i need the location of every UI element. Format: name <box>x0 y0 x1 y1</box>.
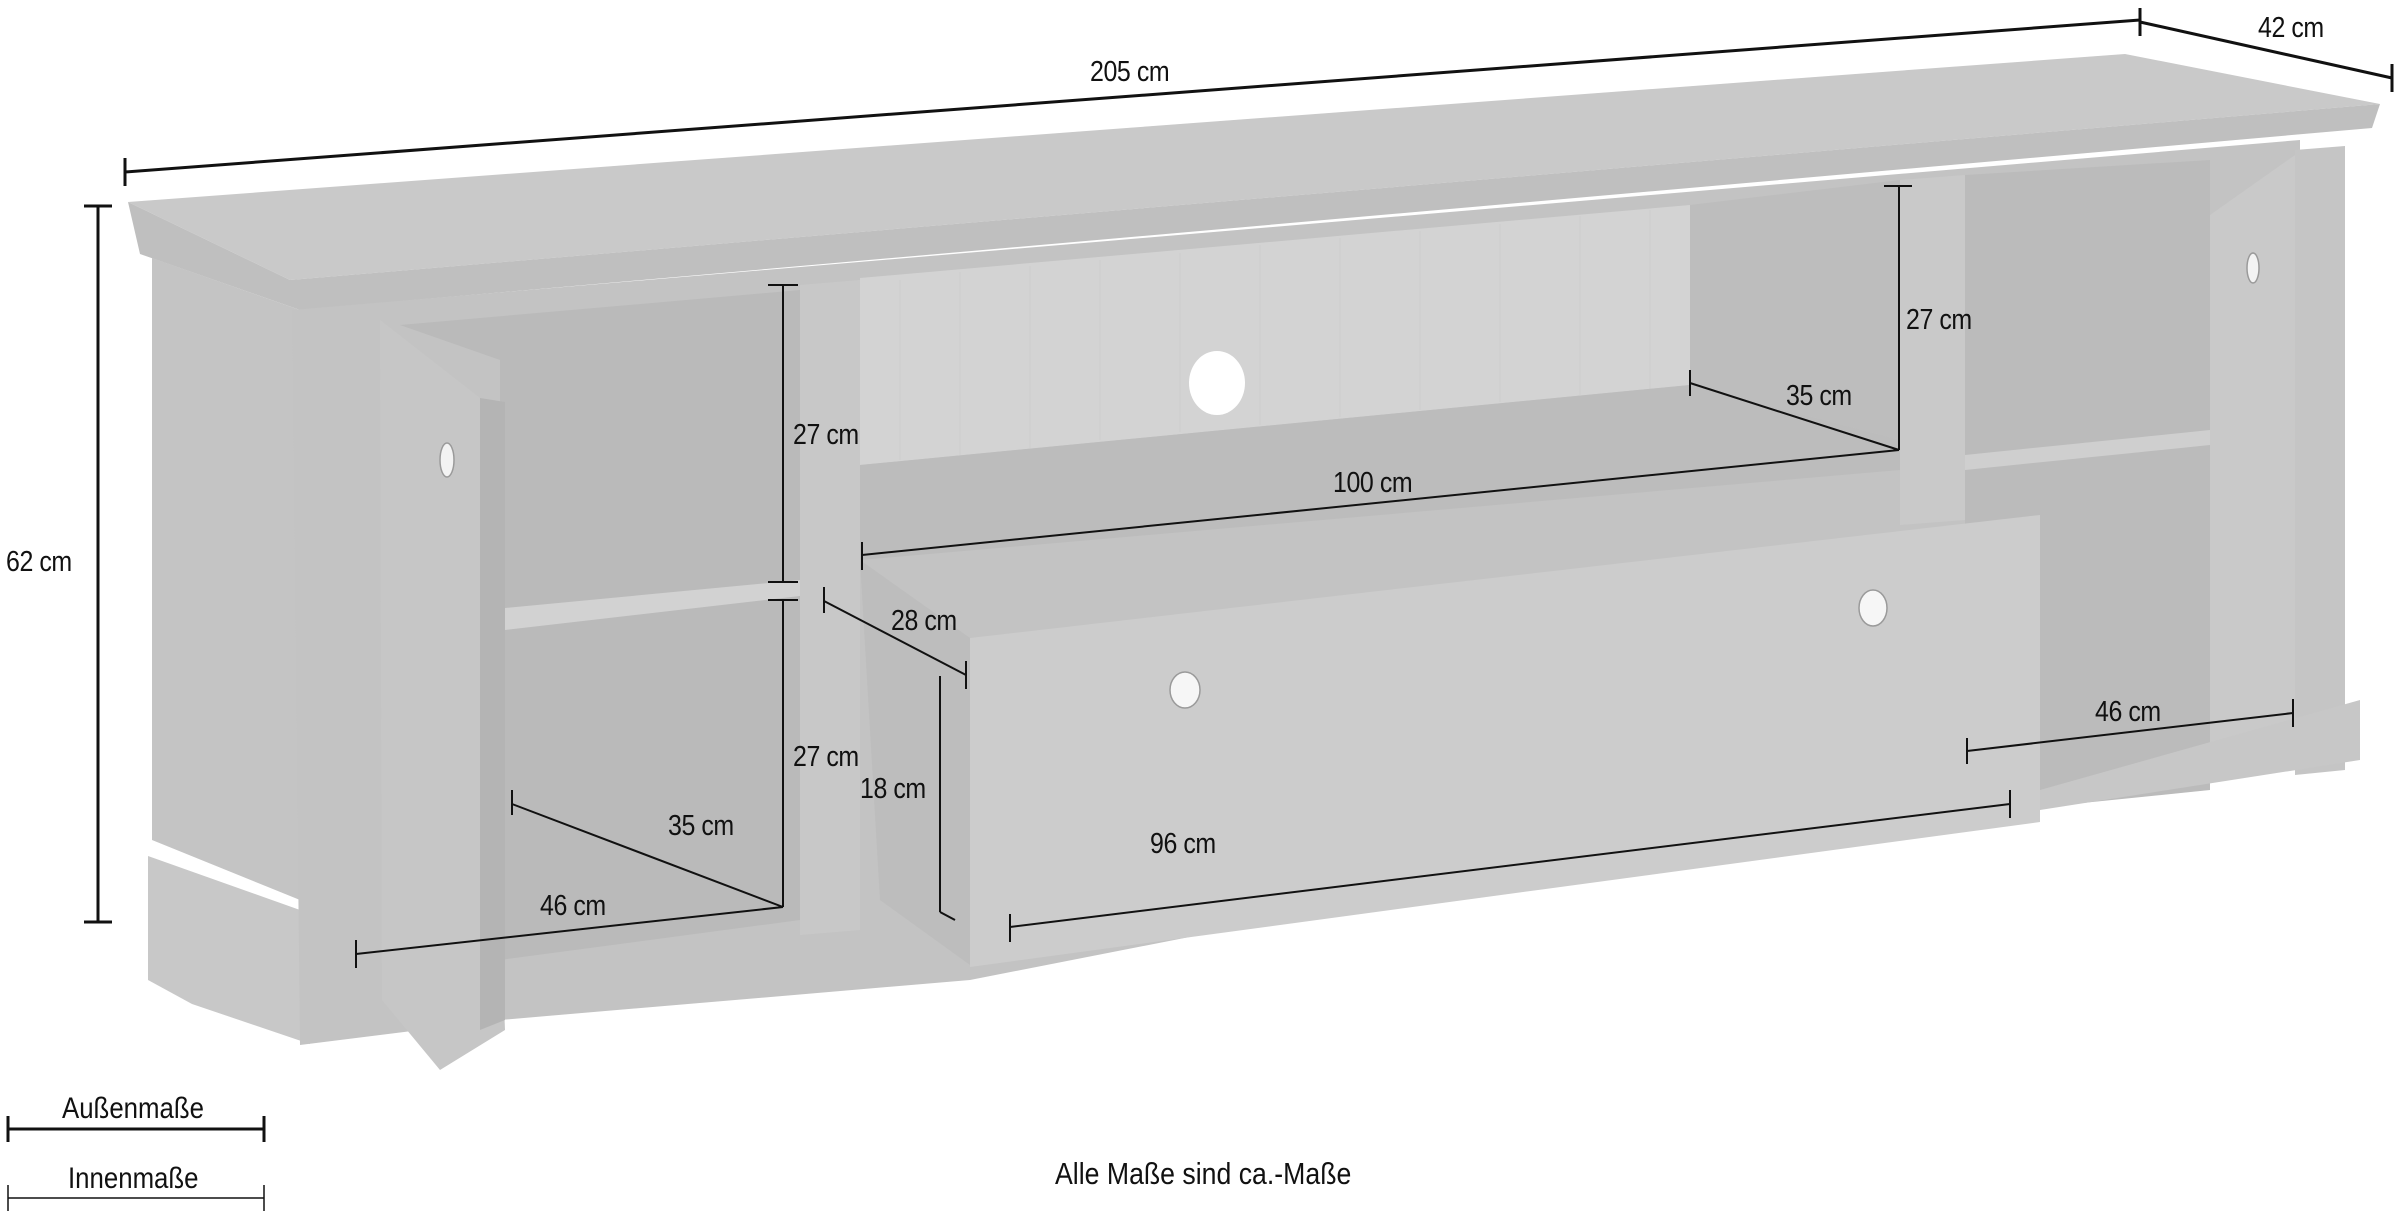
label-drawer-height: 18 cm <box>860 773 926 805</box>
left-plinth <box>148 856 310 1044</box>
right-door-knob <box>2246 252 2260 284</box>
legend <box>6 1116 266 1211</box>
tv-lowboard <box>128 54 2380 1070</box>
dim-depth-42 <box>2139 20 2393 80</box>
drawer-front <box>970 515 2040 967</box>
legend-inner-label: Innenmaße <box>68 1162 199 1195</box>
drawer-side <box>860 560 970 965</box>
label-center-height: 27 cm <box>1906 304 1972 336</box>
center-back-panel <box>860 205 1690 465</box>
dim-width-205 <box>124 18 2141 174</box>
label-left-width: 46 cm <box>540 890 606 922</box>
label-width-205: 205 cm <box>1090 56 1170 88</box>
left-door-edge <box>480 398 505 1030</box>
left-side-panel <box>152 258 300 900</box>
footnote-approximate-dimensions: Alle Maße sind ca.-Maße <box>1055 1156 1352 1191</box>
drawer-knob-left <box>1169 671 1201 709</box>
cable-hole <box>1189 351 1245 415</box>
right-door <box>2210 155 2295 775</box>
top-front-edge <box>128 104 2380 310</box>
right-shelf <box>1965 430 2210 470</box>
dimension-lines <box>84 8 2394 968</box>
left-door <box>380 320 505 1070</box>
label-center-depth: 35 cm <box>1786 380 1852 412</box>
left-door-knob <box>439 442 455 478</box>
top-surface <box>128 54 2380 280</box>
center-shelf-floor <box>860 385 1900 560</box>
right-side-pillar <box>2295 146 2345 775</box>
label-depth-42: 42 cm <box>2258 12 2324 44</box>
label-height-62: 62 cm <box>6 546 72 578</box>
center-left-divider <box>800 280 860 935</box>
legend-outer-label: Außenmaße <box>62 1092 204 1125</box>
left-shelf <box>505 580 800 630</box>
wood-grain <box>899 210 1651 460</box>
center-right-divider <box>1900 175 1965 525</box>
drawer-knob-right <box>1858 589 1888 627</box>
label-right-width: 46 cm <box>2095 696 2161 728</box>
label-drawer-depth: 28 cm <box>891 605 957 637</box>
label-left-upper-height: 27 cm <box>793 419 859 451</box>
label-center-width: 100 cm <box>1333 467 1413 499</box>
center-right-wall <box>1690 180 1900 440</box>
label-drawer-width: 96 cm <box>1150 828 1216 860</box>
label-left-depth: 35 cm <box>668 810 734 842</box>
label-left-lower-height: 27 cm <box>793 741 859 773</box>
right-plinth <box>2040 700 2360 810</box>
